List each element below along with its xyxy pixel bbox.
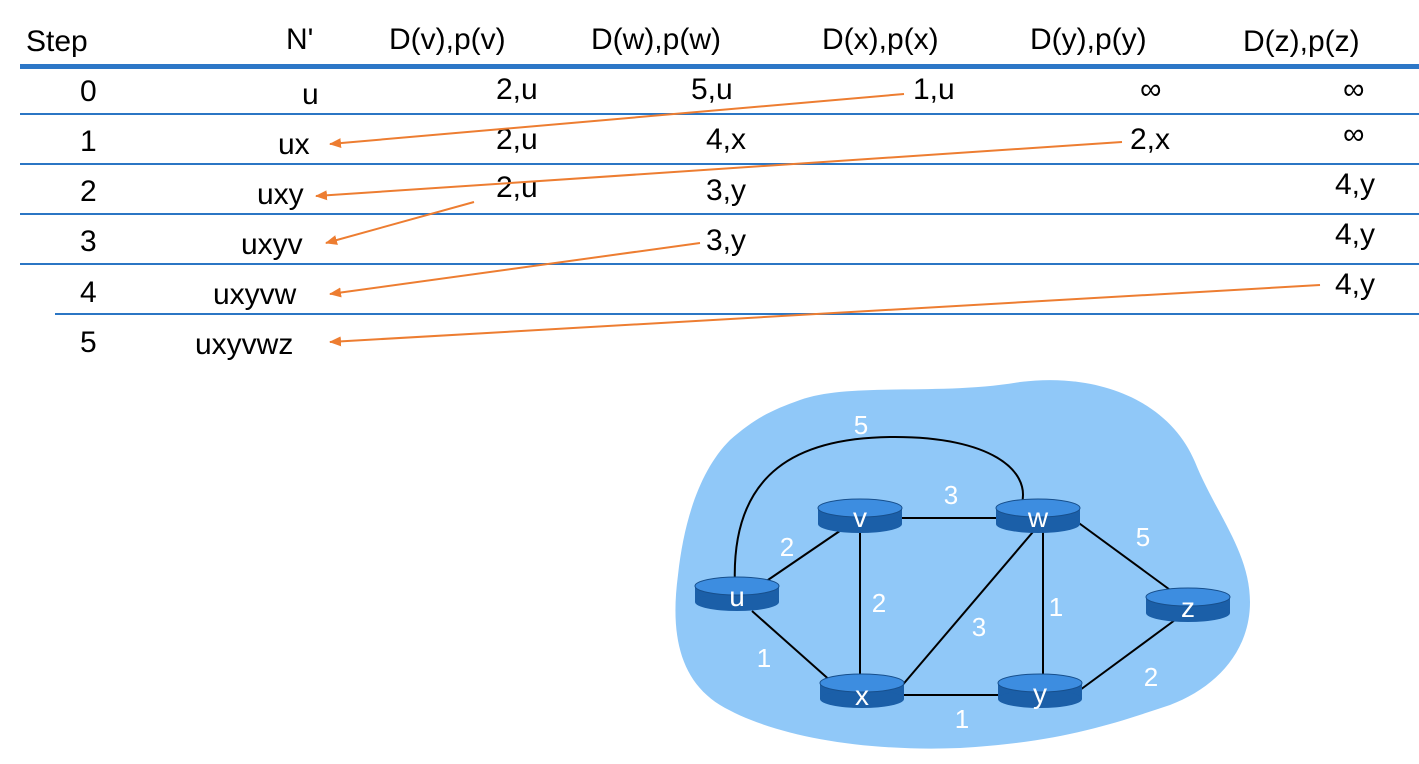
arrow-x-to-ux xyxy=(329,93,905,149)
edge-label-u-w: 5 xyxy=(854,410,868,440)
header-dy: D(y),p(y) xyxy=(1030,23,1147,56)
row-rule xyxy=(55,313,1419,315)
dz-cell: 4,y xyxy=(1335,268,1376,301)
step-cell: 1 xyxy=(80,125,97,158)
header-dx: D(x),p(x) xyxy=(822,23,939,56)
edge-label-u-x: 1 xyxy=(757,643,771,673)
dw-cell: 5,u xyxy=(691,73,733,106)
edge-label-u-v: 2 xyxy=(780,532,794,562)
arrow-w-to-uxyvw xyxy=(329,242,701,298)
step-cell: 4 xyxy=(80,276,97,309)
router-y: y xyxy=(997,673,1083,709)
row-rule xyxy=(20,263,1419,265)
dw-cell: 3,y xyxy=(706,224,747,257)
dx-cell: 1,u xyxy=(913,73,955,106)
step-cell: 2 xyxy=(80,175,97,208)
router-label-v: v xyxy=(853,502,867,533)
edge-label-x-w: 3 xyxy=(972,612,986,642)
router-v: v xyxy=(817,498,903,533)
nprime-cell: uxyvw xyxy=(213,278,297,311)
router-z: z xyxy=(1145,587,1231,623)
header-nprime: N' xyxy=(286,23,314,56)
nprime-cell: uxyvwz xyxy=(195,328,294,361)
step-cell: 0 xyxy=(80,75,97,108)
dz-cell: ∞ xyxy=(1343,118,1365,151)
router-label-x: x xyxy=(855,680,869,711)
edge-label-v-w: 3 xyxy=(944,480,958,510)
router-label-w: w xyxy=(1027,502,1049,533)
header-dw: D(w),p(w) xyxy=(591,23,721,56)
nprime-cell: uxy xyxy=(257,178,304,211)
dy-cell: 2,x xyxy=(1130,123,1171,156)
edge-x-w xyxy=(899,525,1039,689)
edge-u-v xyxy=(764,523,851,583)
router-x: x xyxy=(819,673,905,711)
row-rule xyxy=(20,213,1419,215)
router-w: w xyxy=(995,498,1081,533)
dz-cell: 4,y xyxy=(1335,218,1376,251)
router-label-z: z xyxy=(1181,592,1195,623)
dz-cell: ∞ xyxy=(1343,73,1365,106)
row-rule xyxy=(20,113,1419,115)
step-cell: 3 xyxy=(80,225,97,258)
edge-label-w-z: 5 xyxy=(1136,522,1150,552)
edge-label-x-y: 1 xyxy=(955,704,969,734)
router-label-y: y xyxy=(1033,678,1047,709)
arrow-v-to-uxyv xyxy=(325,201,475,245)
dv-cell: 2,u xyxy=(496,73,538,106)
step-cell: 5 xyxy=(80,326,97,359)
router-u: u xyxy=(694,576,780,612)
dw-cell: 4,x xyxy=(706,123,747,156)
nprime-cell: ux xyxy=(278,128,310,161)
router-label-u: u xyxy=(729,581,745,612)
edge-w-z xyxy=(1071,517,1178,596)
network-cloud xyxy=(675,380,1250,749)
edge-u-x xyxy=(751,610,834,684)
header-step: Step xyxy=(26,25,88,58)
dw-cell: 3,y xyxy=(706,174,747,207)
row-rule xyxy=(20,163,1419,165)
edge-label-v-x: 2 xyxy=(872,588,886,618)
arrow-y-to-uxy xyxy=(315,141,1123,201)
edge-u-w xyxy=(733,435,1024,587)
dz-cell: 4,y xyxy=(1335,168,1376,201)
edge-label-w-y: 1 xyxy=(1049,592,1063,622)
header-dz: D(z),p(z) xyxy=(1243,25,1360,58)
arrow-z-to-uxyvwz xyxy=(329,284,1321,347)
dv-cell: 2,u xyxy=(496,171,538,204)
nprime-cell: uxyv xyxy=(241,228,303,261)
header-dv: D(v),p(v) xyxy=(389,23,506,56)
edge-label-y-z: 2 xyxy=(1144,662,1158,692)
header-rule xyxy=(20,64,1419,69)
dy-cell: ∞ xyxy=(1140,73,1162,106)
edge-y-z xyxy=(1079,619,1176,691)
nprime-cell: u xyxy=(302,78,319,111)
